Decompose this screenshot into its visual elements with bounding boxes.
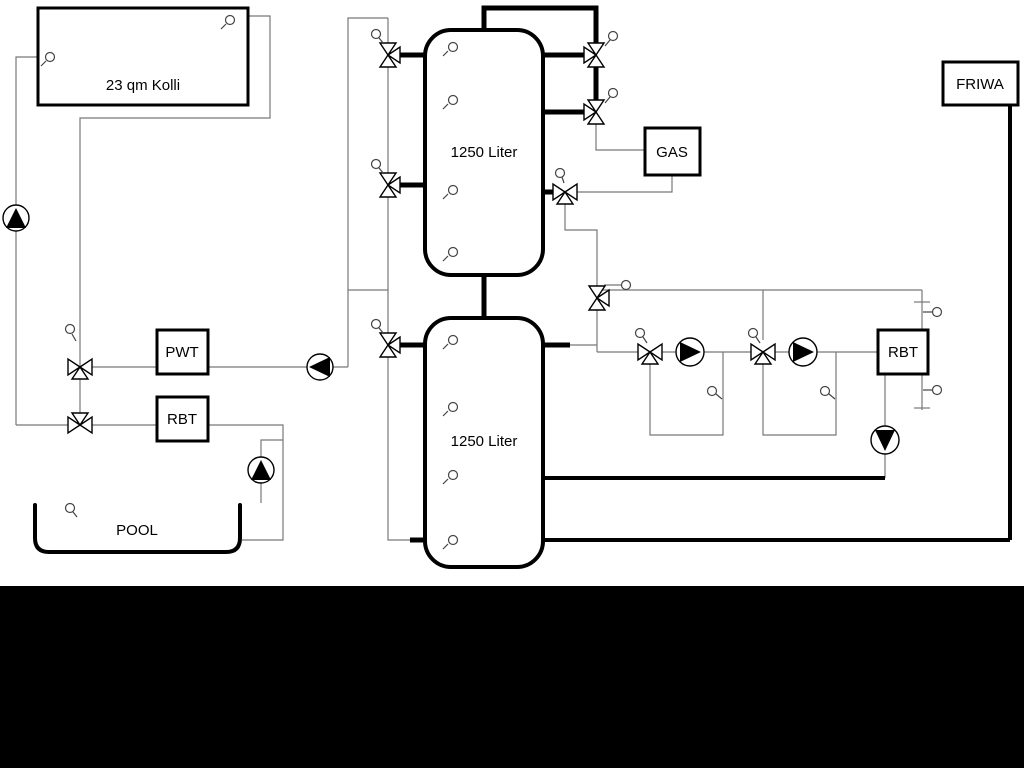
buffer-tank-top bbox=[423, 28, 545, 277]
gas-boiler-box bbox=[643, 126, 702, 177]
sensor-icons bbox=[40, 14, 943, 550]
solar-pump-icon bbox=[2, 204, 30, 232]
gas-label: GAS bbox=[656, 144, 688, 161]
rbt-right-box bbox=[876, 328, 930, 376]
tank-bottom-label: 1250 Liter bbox=[451, 433, 518, 450]
three-way-valve-icon-rbt bbox=[67, 412, 93, 435]
hydraulic-schematic: 23 qm Kolli 1250 Liter 1250 Liter GAS FR… bbox=[2, 5, 1020, 569]
three-way-valve-icon-manifold-1 bbox=[378, 42, 401, 68]
rbt-right-label: RBT bbox=[888, 344, 918, 361]
three-way-valve-icon-tank-right-1 bbox=[583, 42, 606, 68]
three-way-valve-icon-heating-1 bbox=[637, 342, 663, 365]
pool-label: POOL bbox=[116, 522, 158, 539]
heating-pump-1-icon bbox=[675, 337, 705, 367]
pwt-label: PWT bbox=[165, 344, 198, 361]
main-pipes bbox=[400, 5, 1012, 543]
friwa-label: FRIWA bbox=[956, 76, 1004, 93]
buffer-tank-bottom bbox=[423, 316, 545, 569]
pwt-charge-pump-icon bbox=[306, 353, 334, 381]
three-way-valve-icon-pwt bbox=[67, 357, 93, 380]
three-way-valve-icon-mid bbox=[587, 285, 610, 311]
collector-label: 23 qm Kolli bbox=[106, 77, 180, 94]
rbt-pump-icon bbox=[870, 425, 900, 455]
letterbox-bottom bbox=[0, 586, 1024, 768]
rbt-left-box bbox=[155, 395, 210, 443]
three-way-valve-icon-manifold-2 bbox=[378, 172, 401, 198]
rbt-left-label: RBT bbox=[167, 411, 197, 428]
heating-pump-2-icon bbox=[788, 337, 818, 367]
three-way-valve-icon-heating-2 bbox=[750, 342, 776, 365]
three-way-valve-icon-tank-right-2 bbox=[583, 99, 606, 125]
three-way-valve-icon-manifold-3 bbox=[378, 332, 401, 358]
tank-top-label: 1250 Liter bbox=[451, 144, 518, 161]
pool-pump-icon bbox=[247, 456, 275, 484]
diagram-canvas: 23 qm Kolli 1250 Liter 1250 Liter GAS FR… bbox=[0, 0, 1024, 586]
pwt-heat-exchanger-box bbox=[155, 328, 210, 376]
three-way-valve-icon-gas bbox=[552, 182, 578, 205]
solar-collector-box bbox=[36, 6, 250, 107]
pool-basin bbox=[33, 503, 242, 554]
friwa-box bbox=[941, 60, 1020, 107]
